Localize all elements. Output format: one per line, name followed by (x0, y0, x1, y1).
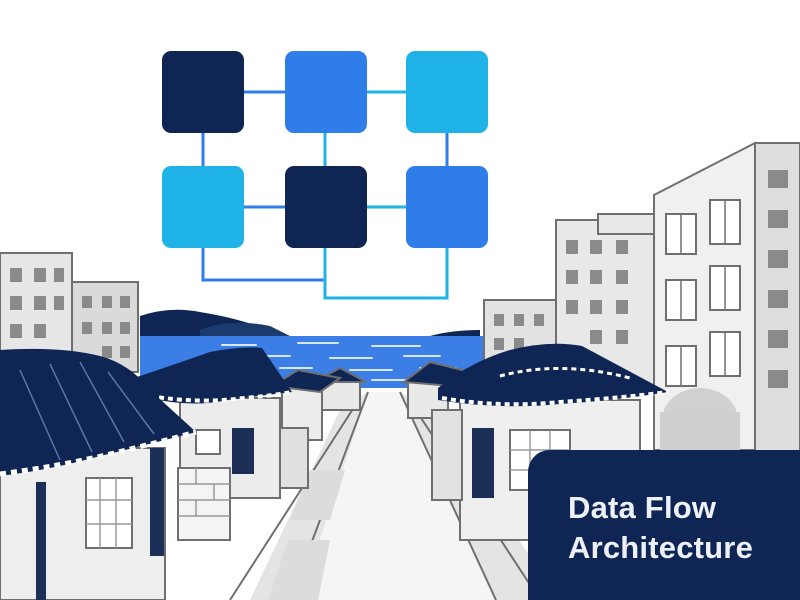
title-line-1: Data Flow (568, 490, 717, 525)
network-diagram (162, 51, 488, 300)
diagram-node-1-3 (406, 51, 488, 133)
right-apartments (483, 141, 800, 454)
title-line-2: Architecture (568, 530, 754, 565)
hills (140, 309, 480, 336)
diagram-node-2-3 (406, 166, 488, 248)
diagram-node-1-2 (285, 51, 367, 133)
left-hanok-houses (0, 347, 309, 600)
diagram-node-2-1 (162, 166, 244, 248)
diagram-connectors (201, 90, 449, 300)
title-card: Data Flow Architecture (528, 450, 800, 600)
diagram-node-1-1 (162, 51, 244, 133)
diagram-node-2-2 (285, 166, 367, 248)
diagram-nodes (162, 51, 488, 248)
left-apartments (0, 252, 139, 373)
